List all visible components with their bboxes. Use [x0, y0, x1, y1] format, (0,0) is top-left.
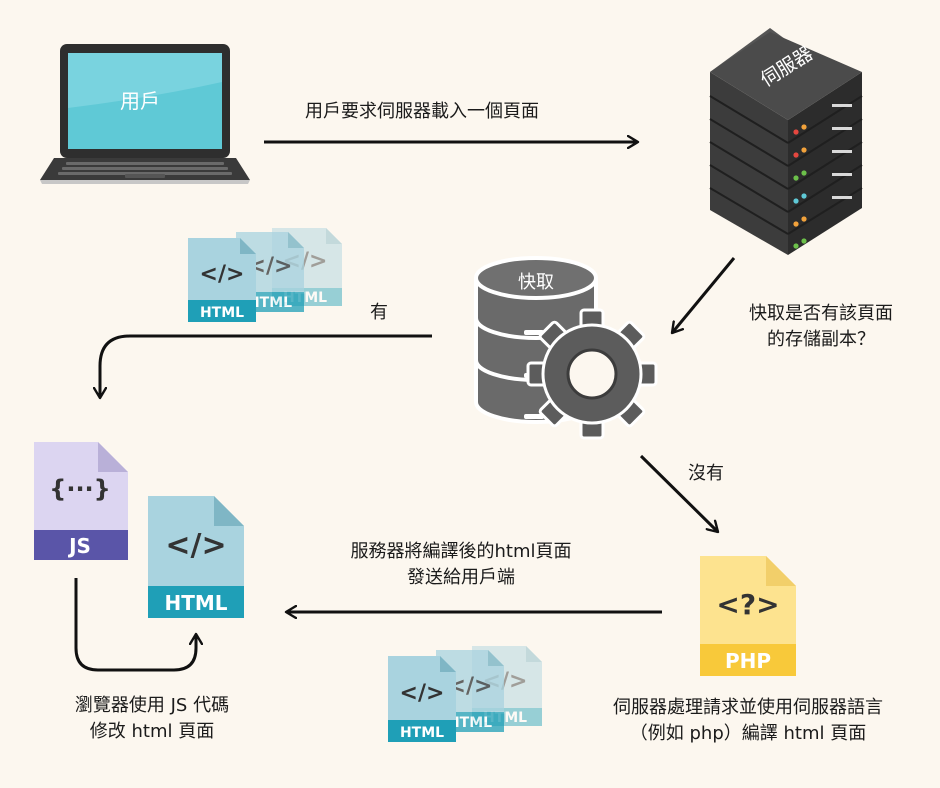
arrow-yes	[100, 334, 432, 398]
js-file-icon	[34, 442, 128, 560]
cache-question-line-2: 的存儲副本？	[767, 329, 875, 350]
html-stack-icon-bottom: </> HTML </> HTML </> HTML	[388, 646, 542, 742]
request-label: 用戶要求伺服器載入一個頁面	[305, 101, 539, 122]
laptop-label: 用戶	[120, 89, 160, 113]
html-file-label: HTML	[164, 591, 227, 615]
html-stack-icon-top: </> HTML </> HTML </> HTML	[188, 228, 342, 322]
php-file-icon	[700, 556, 796, 676]
browser-js-line-1: 瀏覽器使用 JS 代碼	[74, 695, 230, 716]
arrow-server-to-cache	[672, 257, 736, 333]
html-stack-label-2: HTML	[248, 295, 292, 311]
cache-question-label: 快取是否有該頁面 的存儲副本？	[722, 301, 920, 353]
html-stack-label-b1: HTML	[400, 725, 444, 741]
yes-label: 有	[370, 302, 388, 323]
response-line-2: 發送給用戶端	[407, 567, 515, 588]
html-file-glyph: </>	[165, 528, 226, 563]
arrow-no	[639, 454, 718, 532]
server-compile-line-1: 伺服器處理請求並使用伺服器語言	[613, 697, 883, 718]
browser-js-line-2: 修改 html 頁面	[89, 721, 215, 742]
browser-js-note: 瀏覽器使用 JS 代碼 修改 html 頁面	[42, 693, 262, 745]
cache-question-line-1: 快取是否有該頁面	[749, 303, 893, 324]
server-rack-icon	[709, 28, 863, 255]
php-file-label: PHP	[725, 649, 771, 673]
php-file-glyph: <?>	[716, 588, 779, 621]
laptop-icon	[40, 44, 250, 184]
js-file-label: JS	[67, 534, 91, 558]
html-stack-glyph-1: </>	[200, 262, 245, 287]
arrow-js-to-html	[74, 578, 196, 672]
html-stack-glyph-b1: </>	[400, 681, 445, 706]
no-label: 沒有	[688, 463, 724, 484]
js-file-glyph: {···}	[49, 475, 111, 503]
html-stack-label-b2: HTML	[448, 715, 492, 731]
cache-label: 快取	[518, 272, 554, 293]
html-stack-label-1: HTML	[200, 305, 244, 321]
server-compile-line-2: （例如 php）編譯 html 頁面	[629, 723, 867, 744]
database-gear-icon	[474, 256, 658, 440]
response-line-1: 服務器將編譯後的html頁面	[350, 541, 572, 562]
server-compile-note: 伺服器處理請求並使用伺服器語言 （例如 php）編譯 html 頁面	[586, 695, 910, 747]
html-file-icon	[148, 496, 244, 618]
response-label: 服務器將編譯後的html頁面 發送給用戶端	[312, 539, 610, 591]
